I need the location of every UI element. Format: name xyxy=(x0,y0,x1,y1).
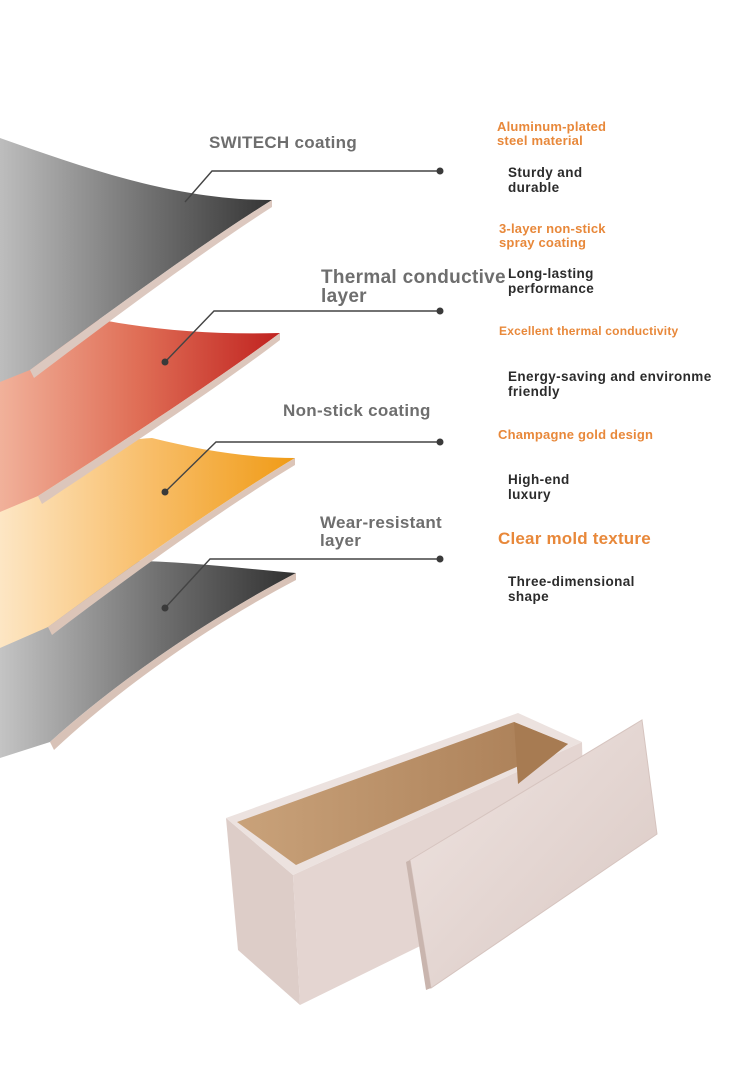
leader-dot xyxy=(436,555,444,563)
leader-dot xyxy=(436,438,444,446)
leader-line-4 xyxy=(164,558,440,609)
layer-non-stick xyxy=(0,438,295,648)
feature-title-texture: Clear mold texture xyxy=(498,529,651,548)
feature-desc-texture: Three-dimensional shape xyxy=(508,574,635,604)
leader-dot xyxy=(161,604,169,612)
layer-thermal-conductive xyxy=(0,318,280,512)
leader-dot xyxy=(436,307,444,315)
layer-label-switech: SWITECH coating xyxy=(209,133,358,152)
leader-line-1 xyxy=(184,170,440,203)
feature-desc-design: High-end luxury xyxy=(508,472,570,502)
leader-dot xyxy=(436,167,444,175)
layer-label-non-stick: Non-stick coating xyxy=(283,401,431,420)
feature-title-coating: 3-layer non-stick spray coating xyxy=(499,221,606,250)
feature-desc-material: Sturdy and durable xyxy=(508,165,583,195)
feature-title-thermal: Excellent thermal conductivity xyxy=(499,324,679,338)
leader-line-2 xyxy=(164,310,440,363)
leader-dot xyxy=(161,488,169,496)
leader-dots xyxy=(161,167,444,612)
leader-dot xyxy=(161,358,169,366)
feature-title-design: Champagne gold design xyxy=(498,427,654,442)
layer-label-wear-resistant: Wear-resistant layer xyxy=(320,513,442,550)
feature-desc-coating: Long-lasting performance xyxy=(508,266,595,296)
layer-label-thermal: Thermal conductive layer xyxy=(321,267,506,307)
loaf-pan-image xyxy=(226,713,658,1005)
layer-switech xyxy=(0,138,272,382)
leader-lines xyxy=(164,170,440,609)
leader-line-3 xyxy=(164,441,440,493)
feature-title-material: Aluminum-plated steel material xyxy=(497,119,607,148)
feature-desc-thermal: Energy-saving and environme friendly xyxy=(508,369,712,399)
